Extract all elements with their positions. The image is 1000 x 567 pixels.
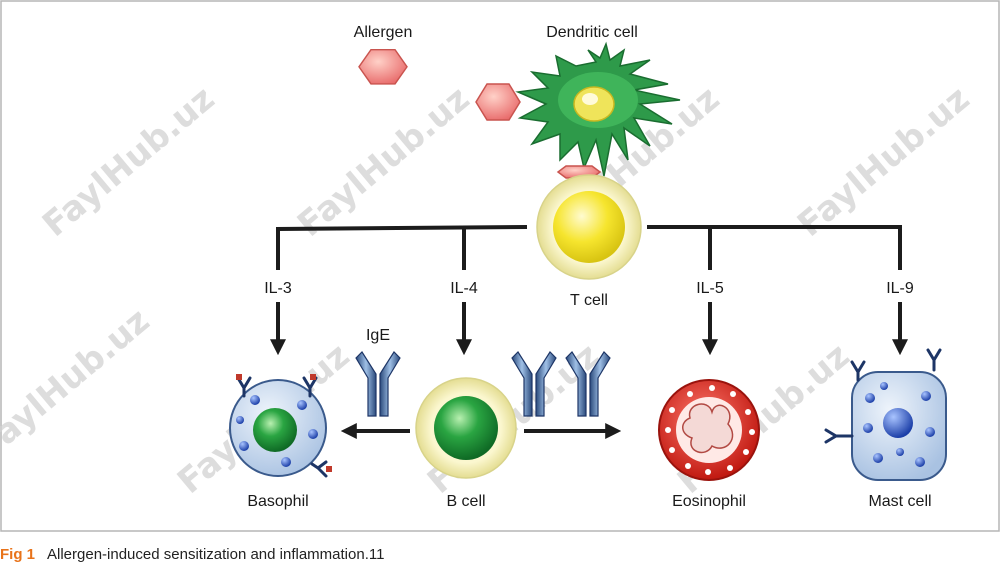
eosinophil (658, 379, 760, 481)
cytokine-arrows (270, 302, 908, 356)
ige-antibody-icon (565, 351, 611, 417)
caption-text: Allergen-induced sensitization and infla… (47, 546, 385, 562)
basophil-label: Basophil (247, 493, 308, 510)
il5-label: IL-5 (696, 280, 724, 297)
t-cell (536, 174, 642, 280)
eosinophil-label: Eosinophil (672, 493, 746, 510)
il4-label: IL-4 (450, 280, 478, 297)
t-cell-label: T cell (570, 292, 608, 309)
figure-number: Fig 1 (0, 546, 36, 562)
ige-antibody-icon (511, 351, 557, 417)
ige-antibody-icon (355, 351, 401, 417)
allergen-label: Allergen (354, 24, 413, 41)
dendritic-cell-label: Dendritic cell (546, 24, 638, 41)
il3-label: IL-3 (264, 280, 292, 297)
allergen-icon (475, 83, 521, 121)
mast-cell-label: Mast cell (868, 493, 931, 510)
ige-label: IgE (366, 327, 390, 344)
figure-caption: Fig 1 Allergen-induced sensitization and … (0, 546, 1000, 562)
mast-cell (824, 348, 947, 481)
b-cell (415, 377, 517, 479)
b-cell-label: B cell (446, 493, 485, 510)
basophil (229, 374, 332, 478)
dendritic-cell (515, 41, 681, 177)
allergen-icon (358, 49, 408, 85)
cytokine-branches (276, 225, 902, 270)
il9-label: IL-9 (886, 280, 914, 297)
